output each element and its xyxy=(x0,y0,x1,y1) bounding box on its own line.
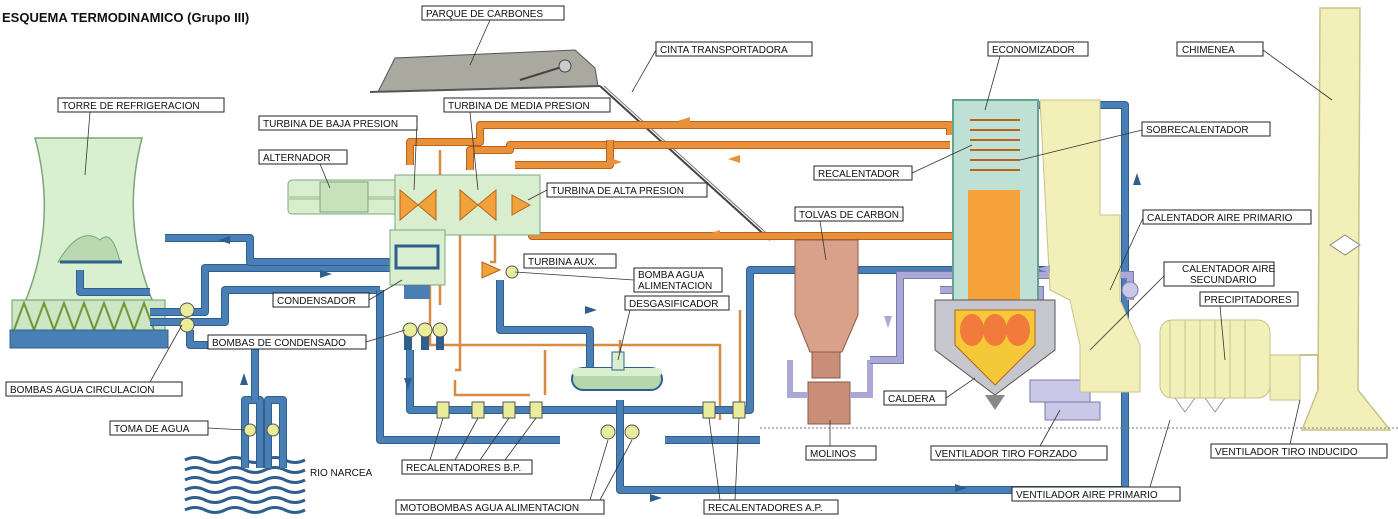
induced-fan-duct xyxy=(1270,355,1318,400)
label-cinta-transportadora: CINTA TRANSPORTADORA xyxy=(632,42,812,92)
label-chimenea: CHIMENEA xyxy=(1177,42,1332,100)
deaerator xyxy=(572,352,662,390)
cooling-tower xyxy=(10,138,168,348)
svg-text:VENTILADOR AIRE PRIMARIO: VENTILADOR AIRE PRIMARIO xyxy=(1016,490,1158,501)
svg-text:CALENTADOR AIRE: CALENTADOR AIRE xyxy=(1182,264,1275,275)
chimney xyxy=(1302,8,1390,430)
label-recalentador: RECALENTADOR xyxy=(814,145,972,180)
label-turbina-aux: TURBINA AUX. xyxy=(524,254,616,268)
precipitators xyxy=(1160,320,1270,412)
svg-text:ALIMENTACION: ALIMENTACION xyxy=(638,281,712,292)
diagram-title: ESQUEMA TERMODINAMICO (Grupo III) xyxy=(2,10,249,25)
svg-text:SOBRECALENTADOR: SOBRECALENTADOR xyxy=(1146,125,1249,136)
svg-text:SECUNDARIO: SECUNDARIO xyxy=(1190,275,1257,286)
svg-text:ECONOMIZADOR: ECONOMIZADOR xyxy=(992,45,1075,56)
label-rio-narcea: RIO NARCEA xyxy=(310,468,373,479)
svg-text:BOMBAS DE CONDENSADO: BOMBAS DE CONDENSADO xyxy=(212,338,346,349)
label-molinos: MOLINOS xyxy=(806,420,876,460)
svg-text:TOMA DE AGUA: TOMA DE AGUA xyxy=(114,424,190,435)
alternator xyxy=(288,180,398,214)
boiler xyxy=(935,100,1140,410)
svg-text:PARQUE DE CARBONES: PARQUE DE CARBONES xyxy=(426,9,543,20)
svg-text:PRECIPITADORES: PRECIPITADORES xyxy=(1204,295,1292,306)
label-desgasificador: DESGASIFICADOR xyxy=(618,296,729,360)
svg-text:DESGASIFICADOR: DESGASIFICADOR xyxy=(629,299,718,310)
svg-text:CALENTADOR AIRE PRIMARIO: CALENTADOR AIRE PRIMARIO xyxy=(1147,213,1293,224)
label-bomba-agua-alimentacion: BOMBA AGUA ALIMENTACION xyxy=(515,268,722,292)
svg-text:RIO NARCEA: RIO NARCEA xyxy=(310,468,373,479)
svg-text:RECALENTADORES A.P.: RECALENTADORES A.P. xyxy=(708,503,823,514)
svg-text:CINTA TRANSPORTADORA: CINTA TRANSPORTADORA xyxy=(660,45,788,56)
label-recalentadores-bp: RECALENTADORES B.P. xyxy=(402,418,536,474)
svg-text:CONDENSADOR: CONDENSADOR xyxy=(277,296,356,307)
svg-text:TURBINA DE ALTA PRESION: TURBINA DE ALTA PRESION xyxy=(551,186,684,197)
svg-text:TOLVAS DE CARBON: TOLVAS DE CARBON xyxy=(799,210,899,221)
svg-text:MOLINOS: MOLINOS xyxy=(810,449,856,460)
svg-text:TORRE DE REFRIGERACION: TORRE DE REFRIGERACION xyxy=(62,101,200,112)
label-motobombas: MOTOBOMBAS AGUA ALIMENTACION xyxy=(396,440,632,514)
coal-hoppers xyxy=(795,240,858,378)
condensate-pumps xyxy=(403,323,447,350)
svg-text:VENTILADOR TIRO FORZADO: VENTILADOR TIRO FORZADO xyxy=(935,449,1077,460)
svg-text:VENTILADOR TIRO INDUCIDO: VENTILADOR TIRO INDUCIDO xyxy=(1215,447,1358,458)
svg-text:MOTOBOMBAS AGUA ALIMENTACION: MOTOBOMBAS AGUA ALIMENTACION xyxy=(400,503,579,514)
svg-text:TURBINA DE BAJA PRESION: TURBINA DE BAJA PRESION xyxy=(263,119,398,130)
svg-text:ALTERNADOR: ALTERNADOR xyxy=(263,153,331,164)
label-caldera: CALDERA xyxy=(884,378,975,405)
svg-text:RECALENTADOR: RECALENTADOR xyxy=(818,169,900,180)
label-recalentadores-ap: RECALENTADORES A.P. xyxy=(704,418,838,514)
svg-text:BOMBA AGUA: BOMBA AGUA xyxy=(638,270,704,281)
svg-text:CHIMENEA: CHIMENEA xyxy=(1182,45,1235,56)
svg-text:TURBINA AUX.: TURBINA AUX. xyxy=(528,257,597,268)
svg-text:BOMBAS AGUA CIRCULACION: BOMBAS AGUA CIRCULACION xyxy=(10,385,154,396)
label-toma-agua: TOMA DE AGUA xyxy=(110,421,245,435)
svg-text:TURBINA DE MEDIA PRESION: TURBINA DE MEDIA PRESION xyxy=(448,101,590,112)
svg-text:RECALENTADORES B.P.: RECALENTADORES B.P. xyxy=(406,463,521,474)
label-bombas-condensado: BOMBAS DE CONDENSADO xyxy=(208,330,405,349)
svg-text:CALDERA: CALDERA xyxy=(888,394,936,405)
label-turbina-alta: TURBINA DE ALTA PRESION xyxy=(528,183,707,200)
condenser xyxy=(390,230,445,299)
